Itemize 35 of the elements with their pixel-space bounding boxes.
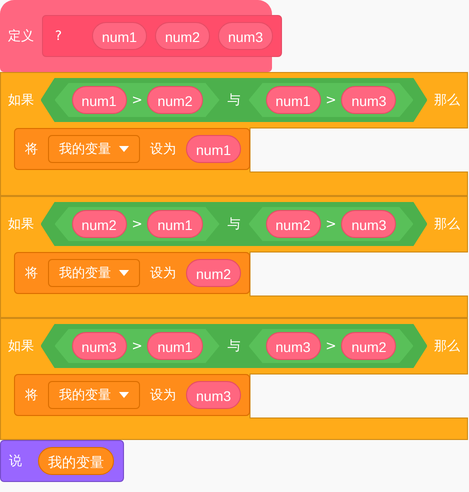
block-label: 如果 [8,216,34,233]
set-variable-block [14,128,250,170]
block-label: 那么 [434,92,460,109]
block-label: 设为 [150,265,176,282]
set-variable-block [14,252,250,294]
variable-dropdown: 我的变量 [48,381,140,409]
block-label: 如果 [8,92,34,109]
variable-dropdown: 我的变量 [48,135,140,163]
block-label: 定义 [8,28,34,45]
comparison-sign: > [326,216,336,232]
block-label: 那么 [434,338,460,355]
block-label: 设为 [150,387,176,404]
comparison-sign: > [132,338,142,354]
operator-label: 与 [228,92,240,109]
operator-label: 与 [228,216,240,233]
parameter-box [42,15,282,57]
comparison-sign: > [132,216,142,232]
parameter-mark: ? [55,28,62,44]
block-label: 将 [25,141,38,158]
comparison-sign: > [132,92,142,108]
block-label: 将 [25,265,38,282]
block-label: 将 [25,387,38,404]
if-block [0,318,468,440]
if-block [0,72,468,196]
operator-label: 与 [228,338,240,355]
block-label: 说 [9,453,22,470]
block-label: 如果 [8,338,34,355]
set-variable-block [14,374,250,416]
block-label: 设为 [150,141,176,158]
if-block [0,196,468,318]
comparison-sign: > [326,92,336,108]
comparison-sign: > [326,338,336,354]
say-block [0,440,124,482]
block-label: 那么 [434,216,460,233]
variable-dropdown: 我的变量 [48,259,140,287]
